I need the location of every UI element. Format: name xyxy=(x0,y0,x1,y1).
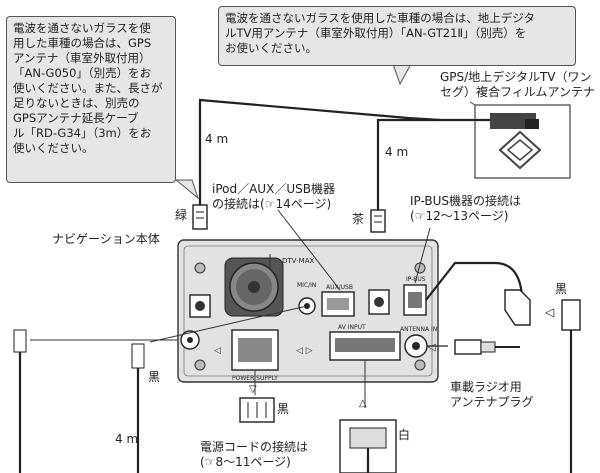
tv-cable xyxy=(376,118,440,212)
power-connector: ▽ xyxy=(239,370,275,423)
gps-cable xyxy=(198,98,490,205)
radio-antenna-plug: ◁ xyxy=(427,339,520,355)
svg-text:△: △ xyxy=(359,398,367,409)
white-connector-label: 白 xyxy=(398,428,411,442)
film-antenna xyxy=(469,101,571,179)
svg-text:◁: ◁ xyxy=(214,346,221,356)
tv-antenna-callout: 電波を通さないガラスを使用した車種の場合は、地上デジタ ルTV用アンテナ（車室外… xyxy=(218,6,576,66)
nav-unit-panel: ◁ ▷ ◁ xyxy=(177,239,439,383)
mic-mark: MIC/IN xyxy=(297,282,317,289)
black-plug-label: 黒 xyxy=(148,370,161,384)
gps-connector-green xyxy=(192,204,208,230)
nav-unit-label: ナビゲーション本体 xyxy=(52,232,160,246)
dtv-mark: DTV·MAX xyxy=(282,257,315,265)
antenna-in-mark: ANTENNA IN xyxy=(400,326,438,333)
gps-callout-pointer xyxy=(174,179,200,200)
svg-text:◁: ◁ xyxy=(428,342,436,353)
ipod-aux-usb-label: iPod／AUX／USB機器 の接続は(☞14ページ) xyxy=(212,182,335,211)
tv-connector-brown xyxy=(370,209,386,233)
green-connector-label: 緑 xyxy=(175,208,188,222)
ipbus-label: IP-BUS機器の接続は (☞12～13ページ) xyxy=(410,194,522,223)
svg-text:◁ ▷: ◁ ▷ xyxy=(296,346,313,356)
ipbus-plug: ◁ xyxy=(504,289,581,331)
film-antenna-label: GPS/地上デジタルTV（ワン セグ）複合フィルムアンテナ xyxy=(440,70,596,99)
brown-connector-label: 茶 xyxy=(352,212,365,226)
black-ipbus-label: 黒 xyxy=(555,282,568,296)
ipbus-leader-line xyxy=(414,227,431,284)
gps-antenna-callout: 電波を通さないガラスを使 用した車種の場合は、GPS アンテナ（車室外取付用） … xyxy=(6,16,176,183)
black-plug-cable xyxy=(131,305,308,473)
ipbus-mark: IP-BUS xyxy=(406,276,426,283)
mic-cable xyxy=(13,329,178,473)
av-input-mark: AV INPUT xyxy=(338,324,366,331)
svg-text:▽: ▽ xyxy=(249,384,257,395)
power-cord-label: 電源コードの接続は (☞8～11ページ) xyxy=(200,440,309,469)
ipod-leader-line xyxy=(277,209,341,291)
cable-length-gps: 4 m xyxy=(205,132,229,146)
aux-usb-mark: AUX/USB xyxy=(326,284,353,291)
tv-callout-pointer xyxy=(392,63,412,86)
cable-length-tv: 4 m xyxy=(385,145,409,159)
cable-length-bottom: 4 m xyxy=(115,432,139,446)
av-input-connector: △ xyxy=(339,360,397,473)
power-supply-mark: POWER SUPPLY xyxy=(232,375,278,382)
svg-text:◁: ◁ xyxy=(544,305,554,319)
black-power-label: 黒 xyxy=(277,402,290,416)
radio-plug-label: 車載ラジオ用 アンテナプラグ xyxy=(450,380,534,409)
